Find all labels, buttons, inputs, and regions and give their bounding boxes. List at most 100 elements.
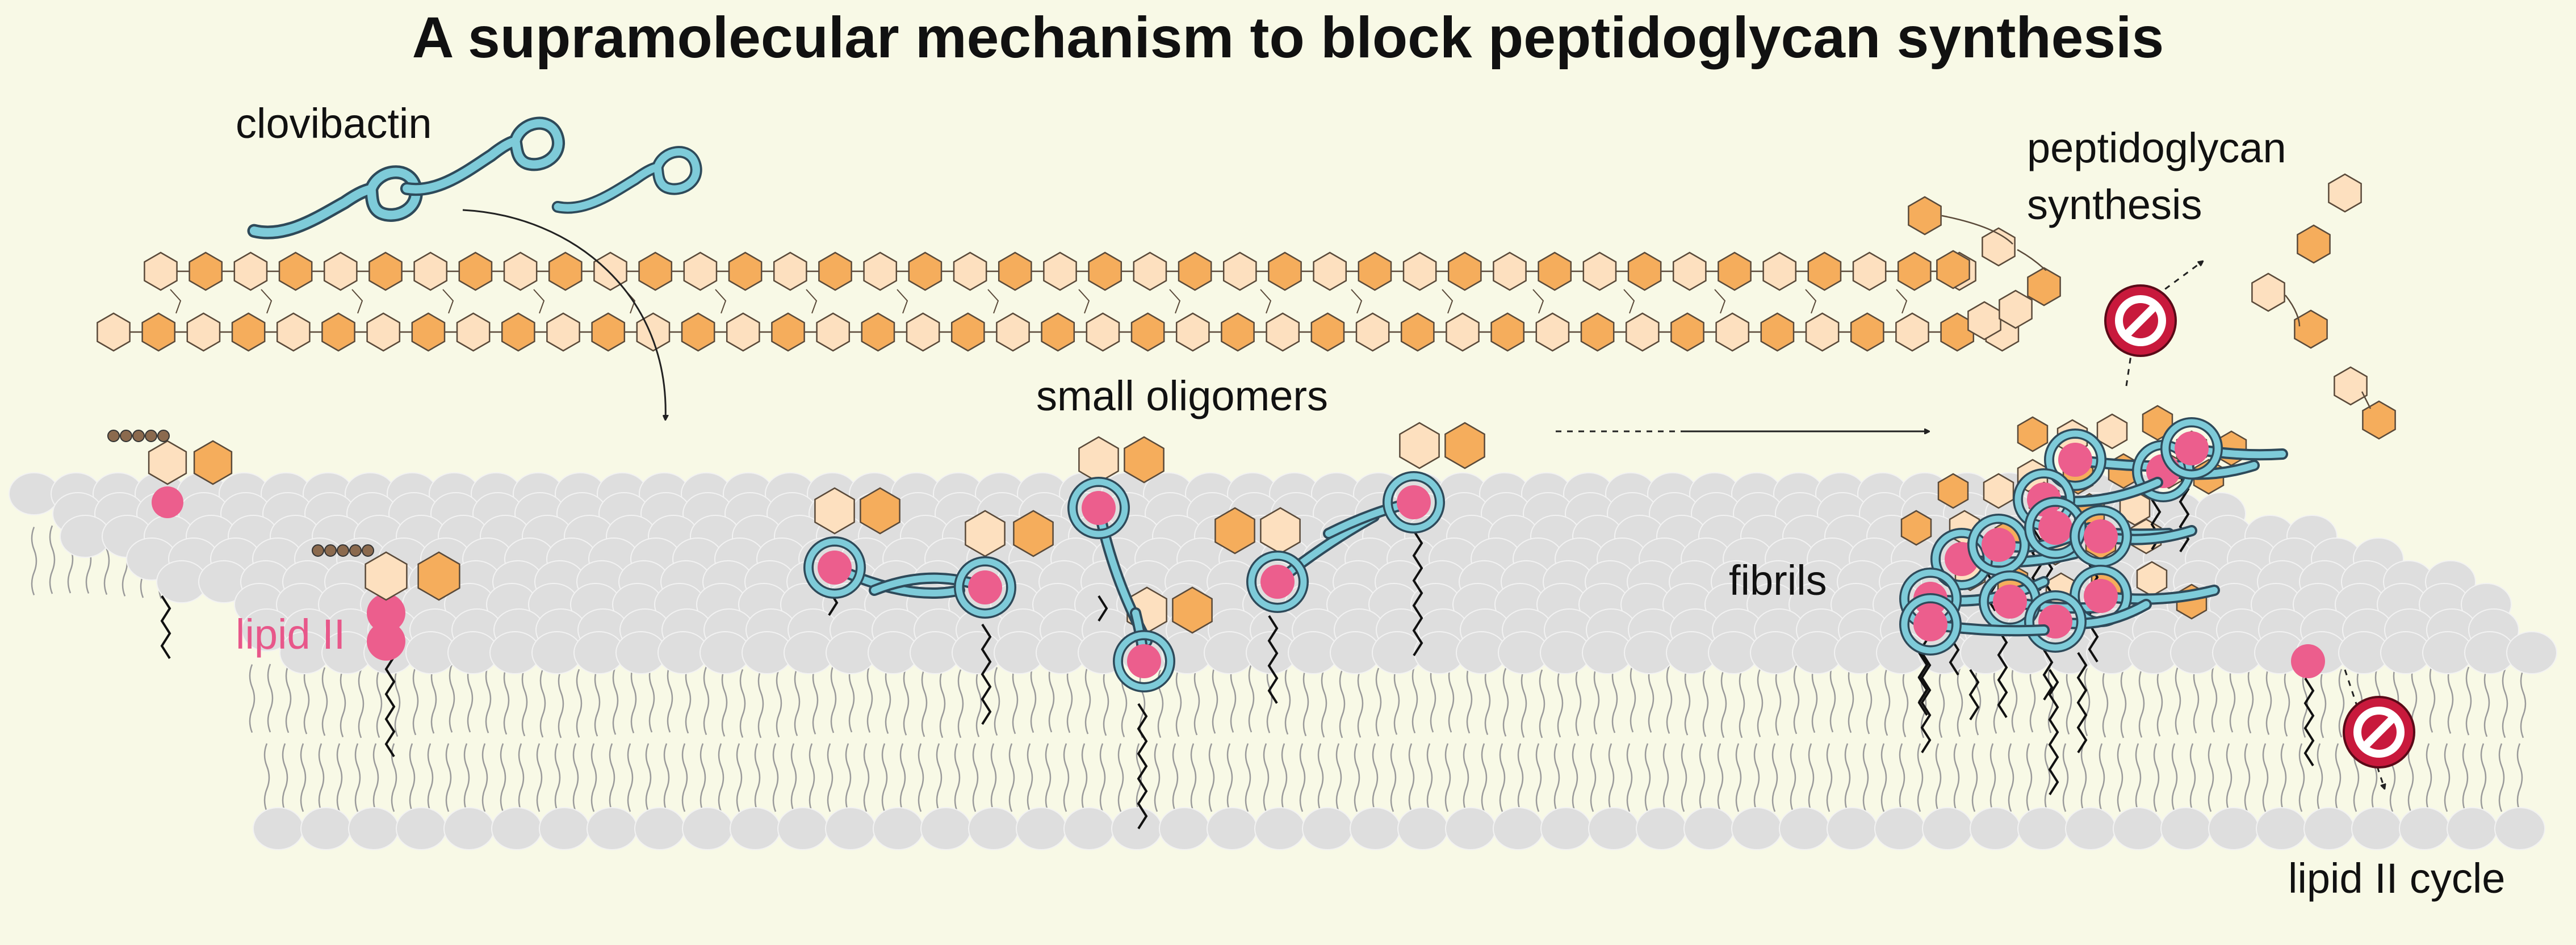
lipid-head: [2506, 631, 2557, 674]
bound-clovibactin: [1113, 607, 1175, 692]
lipid-tail: [1484, 666, 1491, 736]
lipid-head: [1827, 807, 1878, 850]
sugar-hexagon: [1310, 312, 1345, 352]
lipid-tail: [921, 668, 928, 737]
lipid-tail: [899, 743, 906, 812]
bound-clovibactin: [1899, 593, 2050, 656]
sugar-hexagon: [1268, 251, 1302, 291]
lipid-tail: [1154, 743, 1161, 812]
sugar-hexagon: [1535, 312, 1570, 352]
sugar-hexagon: [1940, 312, 1975, 352]
clovibactin-body: [554, 148, 700, 212]
sugar-hexagon: [681, 312, 715, 352]
no-entry-bar: [2122, 302, 2159, 339]
sugar-hexagon: [1982, 227, 2016, 267]
lipid-tail: [1771, 743, 1778, 812]
sugar-hexagon: [233, 251, 268, 291]
lipid-head: [1683, 807, 1735, 850]
lipid-tail: [412, 666, 419, 736]
lipid-tail: [249, 664, 255, 733]
lipid-head: [539, 807, 590, 850]
lipid-ii-molecule: [107, 430, 233, 660]
lipid-tail: [2084, 667, 2091, 737]
peptide-bead: [349, 544, 362, 557]
sugar-hexagon: [97, 312, 131, 352]
lipid-tail: [685, 665, 692, 734]
sugar-hexagon: [1313, 251, 1347, 291]
lipid-tail: [2138, 669, 2145, 738]
sugar-hexagon: [1895, 312, 1929, 352]
lipid-tail: [1411, 665, 1418, 734]
lipid-tail: [972, 743, 979, 812]
lipid-tail: [2120, 669, 2127, 738]
sugar-hexagon: [1222, 251, 1257, 291]
lipid-tail: [1517, 743, 1524, 812]
lipid-tail: [1648, 664, 1654, 733]
lipid-tail: [1099, 743, 1106, 812]
lipid-tail: [1048, 663, 1055, 733]
peptide-bead: [145, 430, 157, 442]
pyrophosphate: [1082, 491, 1116, 525]
peptide-bead: [107, 430, 120, 442]
lipid-tail: [1590, 743, 1597, 812]
isoprenoid-tail: [1098, 595, 1108, 622]
peptide-crosslink: [442, 289, 454, 314]
no-entry-bar: [2360, 713, 2398, 751]
lipid-tail: [1426, 743, 1433, 812]
lipid-tail: [1739, 669, 1745, 738]
lipid-head: [2351, 807, 2402, 850]
lipid-tail: [1339, 669, 1346, 738]
lipid-tail: [1208, 743, 1215, 812]
sugar-hexagon: [503, 251, 538, 291]
lipid-head: [634, 807, 685, 850]
sugar-hexagon: [1967, 301, 2001, 341]
lipid-head: [873, 807, 924, 850]
lipid-tail: [739, 669, 746, 738]
lipid-tail: [558, 669, 564, 738]
lipid-head: [2160, 807, 2211, 850]
lipid-tail: [1321, 669, 1327, 738]
pyrophosphate: [818, 551, 852, 585]
lipid-tail: [518, 743, 525, 812]
peptide-crosslink: [1169, 289, 1181, 314]
lipid-tail: [321, 667, 328, 736]
lipid-tail: [1284, 666, 1291, 735]
lipid-tail: [1335, 743, 1342, 812]
lipid-tail: [1175, 668, 1182, 737]
lipid-tail: [576, 669, 583, 738]
sugar-hexagon: [1086, 312, 1120, 352]
lipid-tail: [736, 743, 743, 812]
lipid-tail: [1844, 743, 1851, 812]
lipid-tail: [536, 743, 543, 812]
lipid-tail: [2171, 743, 2178, 812]
lipid-tail: [300, 743, 307, 812]
peptide-crosslink: [1623, 289, 1635, 314]
lipid-tail: [303, 665, 310, 734]
lipid-tail: [521, 667, 528, 737]
lipid-head: [1874, 807, 1925, 850]
lipid-head: [2447, 807, 2498, 850]
lipid-tail: [1193, 666, 1200, 736]
lipid-tail: [1390, 743, 1397, 812]
lipid-tail: [2208, 743, 2214, 812]
sugar-hexagon: [683, 251, 718, 291]
lipid-tail: [1499, 743, 1506, 812]
isoprenoid-tail: [160, 595, 171, 660]
isoprenoid-tail: [1920, 652, 1932, 754]
lipid-tail: [1103, 667, 1109, 736]
sugar-hexagon: [2251, 272, 2285, 312]
peptide-crosslink: [1260, 289, 1272, 314]
sugar-hexagon: [2017, 416, 2049, 452]
sugar-hexagon: [186, 312, 221, 352]
lipid-tail: [721, 667, 728, 737]
sugar-hexagon: [1178, 251, 1212, 291]
pyrophosphate: [367, 622, 405, 661]
no-entry-icon: [2343, 696, 2415, 768]
isoprenoid-tail: [981, 623, 992, 725]
lipid-tail: [2044, 743, 2051, 812]
fragment-bond: [2285, 295, 2301, 327]
lipid-tail: [1971, 743, 1978, 812]
lipid-tail: [903, 666, 910, 736]
lipid-tail: [1935, 743, 1942, 812]
clovibactin-ring: [2046, 430, 2105, 489]
